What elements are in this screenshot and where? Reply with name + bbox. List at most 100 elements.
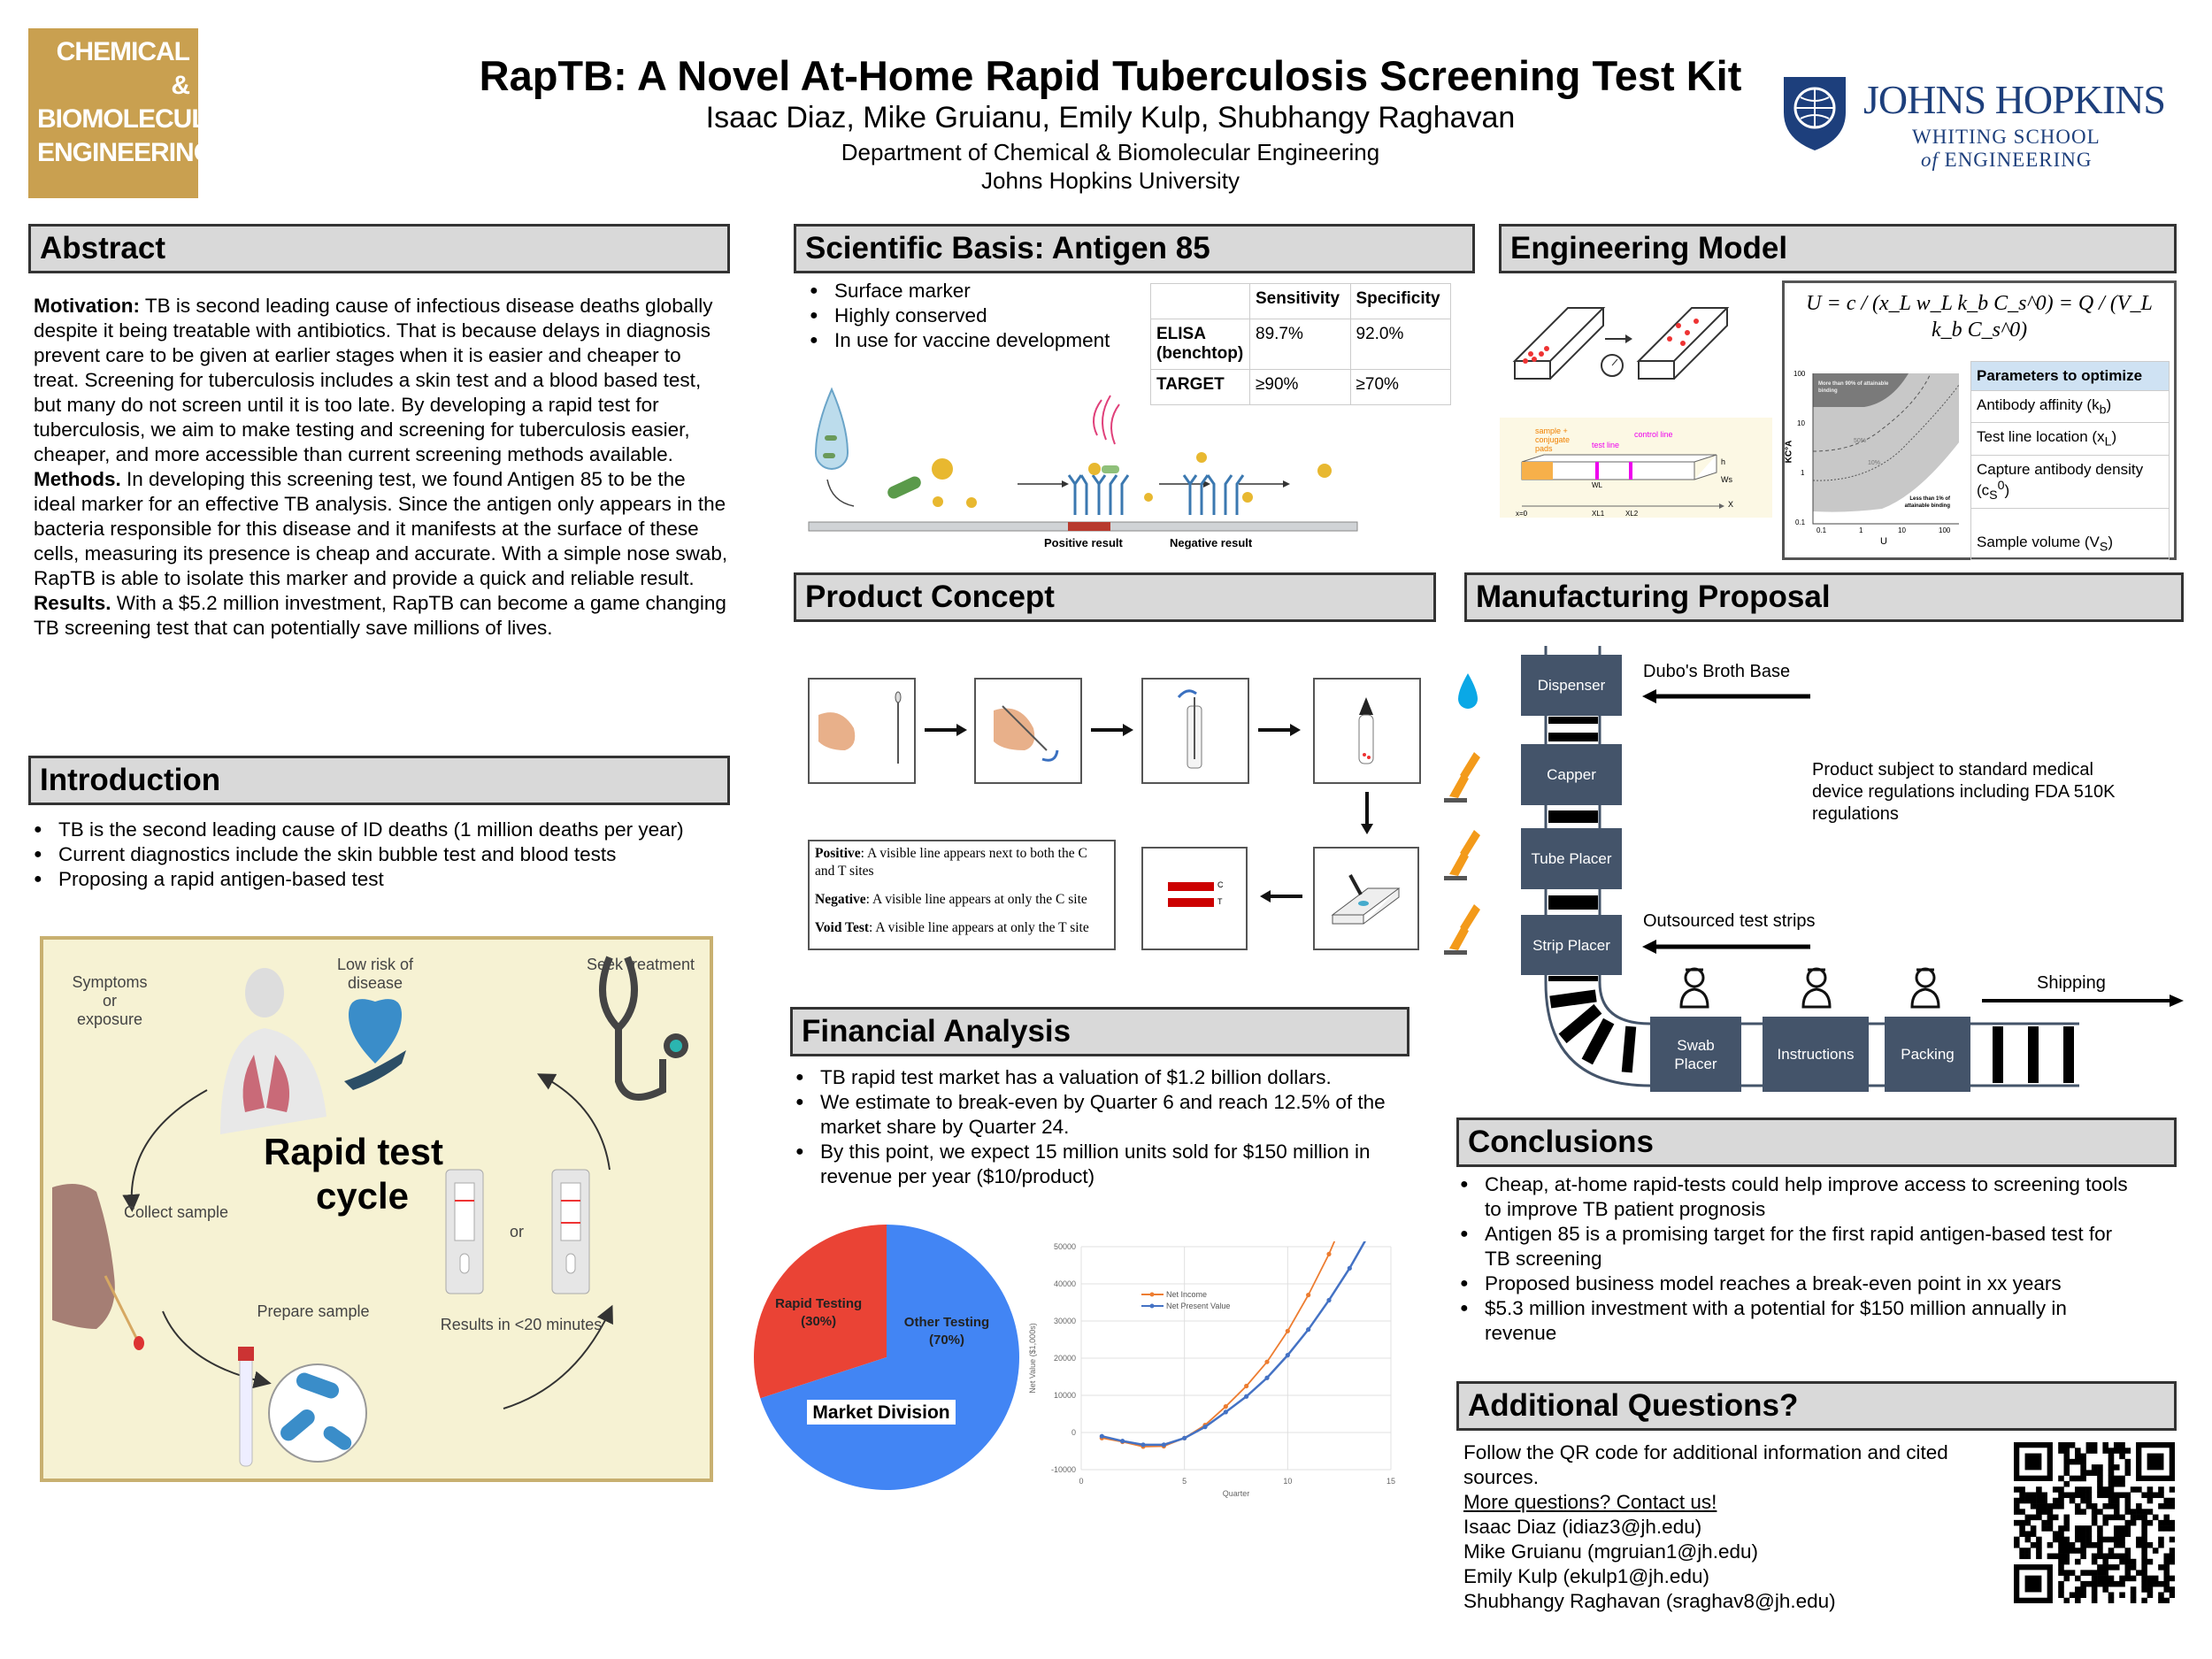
- qr-module: [2147, 1592, 2154, 1599]
- qr-module: [2102, 1536, 2108, 1543]
- qr-module: [2169, 1536, 2175, 1543]
- legend-marker: [1149, 1303, 1155, 1309]
- qr-module: [2091, 1464, 2098, 1471]
- qr-module: [2169, 1553, 2175, 1560]
- introduction-header: Introduction: [28, 756, 730, 805]
- qr-module: [2069, 1592, 2076, 1599]
- qr-module: [2119, 1558, 2125, 1565]
- table-row: Antibody affinity (kb): [1970, 389, 2170, 424]
- qr-module: [2124, 1575, 2131, 1582]
- qr-module: [2075, 1453, 2081, 1460]
- qr-module: [2085, 1541, 2093, 1548]
- qr-module: [2080, 1470, 2086, 1476]
- qr-module: [2158, 1519, 2164, 1526]
- contact-link[interactable]: More questions? Contact us!: [1463, 1491, 1717, 1513]
- qr-module: [2075, 1475, 2081, 1482]
- qr-module: [2097, 1553, 2103, 1560]
- qr-module: [2091, 1519, 2098, 1526]
- qr-module: [2052, 1531, 2059, 1537]
- qr-module: [2108, 1497, 2115, 1504]
- qr-module: [2063, 1514, 2070, 1521]
- x-tick-label: 0: [1079, 1477, 1083, 1486]
- qr-module: [2030, 1514, 2037, 1521]
- pie-value-label: (70%): [929, 1333, 964, 1348]
- qr-module: [2141, 1597, 2147, 1603]
- qr-module: [2036, 1553, 2042, 1560]
- qr-module: [2141, 1564, 2147, 1571]
- qr-module: [2108, 1480, 2115, 1487]
- qr-module: [2102, 1448, 2108, 1454]
- qr-module: [2091, 1448, 2098, 1454]
- qr-module: [2141, 1553, 2147, 1560]
- qr-module: [2091, 1503, 2098, 1509]
- qr-module: [2091, 1592, 2098, 1599]
- qr-module: [2058, 1586, 2064, 1593]
- qr-module: [2102, 1558, 2108, 1565]
- qr-module: [2163, 1503, 2170, 1509]
- qr-module: [2158, 1525, 2164, 1532]
- qr-module: [2113, 1448, 2120, 1454]
- qr-module: [2152, 1514, 2159, 1521]
- qr-module: [2080, 1525, 2086, 1532]
- qr-module: [2141, 1531, 2147, 1537]
- qr-module: [2024, 1519, 2032, 1526]
- qr-module: [2141, 1575, 2147, 1582]
- y-tick-label: 10000: [1054, 1391, 1076, 1400]
- strip-geometry-icon: [1521, 454, 1724, 509]
- qr-module: [2102, 1586, 2108, 1593]
- qr-module: [2085, 1536, 2093, 1543]
- qr-module: [2113, 1442, 2120, 1448]
- qr-module: [2058, 1564, 2064, 1571]
- broth-label: Dubo's Broth Base: [1643, 662, 1791, 681]
- qr-module: [2158, 1486, 2164, 1493]
- qr-module: [2080, 1580, 2086, 1587]
- qr-module: [2163, 1497, 2170, 1504]
- qr-finder-core: [2147, 1453, 2164, 1471]
- cycle-title: Rapid test cycle: [263, 1131, 444, 1217]
- qr-module: [2141, 1525, 2147, 1532]
- qr-module: [2030, 1492, 2037, 1499]
- qr-module: [2097, 1570, 2103, 1576]
- qr-module: [2108, 1536, 2115, 1543]
- qr-module: [2163, 1597, 2170, 1603]
- qr-module: [2058, 1531, 2064, 1537]
- qr-module: [2052, 1503, 2059, 1509]
- qr-module: [2024, 1548, 2032, 1554]
- qr-module: [2063, 1442, 2070, 1448]
- qr-finder-core: [2024, 1575, 2042, 1593]
- y-tick-label: 20000: [1054, 1354, 1076, 1363]
- qr-module: [2097, 1564, 2103, 1571]
- qr-module: [2124, 1497, 2131, 1504]
- nose-swab-step: [808, 678, 916, 784]
- data-point: [1285, 1353, 1290, 1358]
- qr-module: [2113, 1564, 2120, 1571]
- qr-module: [2024, 1531, 2032, 1537]
- qr-module: [2108, 1553, 2115, 1560]
- qr-module: [2080, 1541, 2086, 1548]
- data-point: [1141, 1442, 1146, 1448]
- qr-module: [2097, 1475, 2103, 1482]
- qr-module: [2069, 1497, 2076, 1504]
- qr-module: [2019, 1492, 2025, 1499]
- dropper-tube-icon: [1358, 697, 1374, 764]
- qr-module: [2102, 1442, 2108, 1448]
- qr-module: [2080, 1553, 2086, 1560]
- plot-area: [1099, 1241, 1366, 1449]
- qr-module: [2158, 1536, 2164, 1543]
- data-point: [1223, 1409, 1228, 1415]
- qr-module: [2102, 1575, 2108, 1582]
- qr-module: [2163, 1570, 2170, 1576]
- lateral-flow-sketch: sample + conjugate pads test line contro…: [1500, 418, 1772, 518]
- qr-module: [2036, 1536, 2042, 1543]
- qr-module: [2075, 1592, 2081, 1599]
- qr-module: [2147, 1558, 2154, 1565]
- qr-code[interactable]: [2014, 1442, 2175, 1603]
- qr-module: [2130, 1486, 2137, 1493]
- qr-module: [2141, 1586, 2147, 1593]
- qr-module: [2141, 1548, 2147, 1554]
- qr-module: [2113, 1509, 2120, 1515]
- qr-module: [2052, 1497, 2059, 1504]
- jhu-shield-icon: [1784, 77, 1846, 150]
- qr-module: [2169, 1519, 2175, 1526]
- result-strip-step: C T: [1141, 847, 1248, 950]
